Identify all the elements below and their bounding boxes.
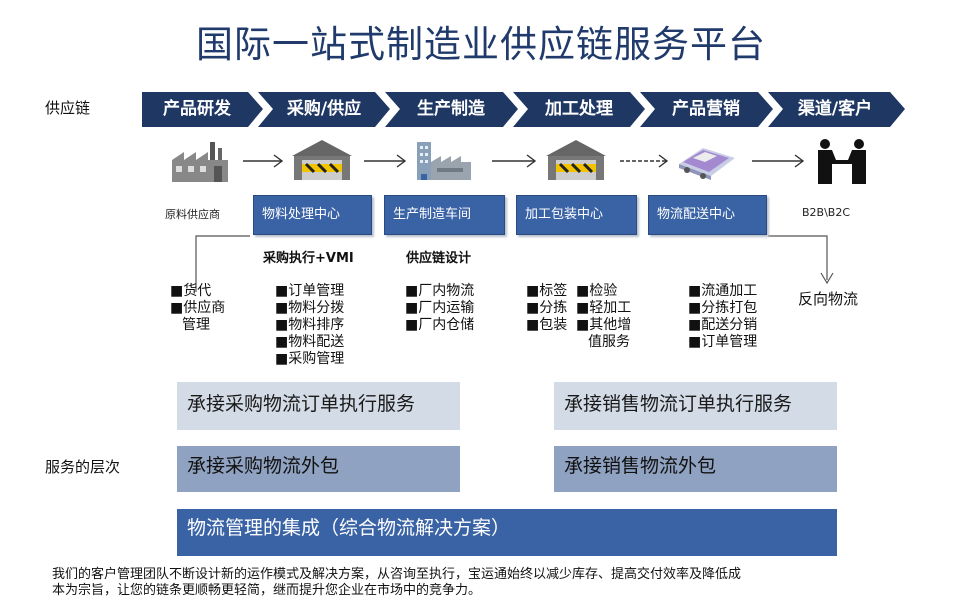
list-item: ■配送分销 (688, 317, 758, 333)
list-item: ■物料排序 (275, 317, 345, 333)
service-list-col4a: ■标签 ■分拣 ■包装 (526, 283, 567, 334)
processing-packaging-center: 加工包装中心 (516, 195, 637, 235)
list-item: ■检验 (576, 283, 618, 299)
list-item: ■供应商 (170, 300, 226, 316)
service-list-col1: ■货代 ■供应商 管理 (170, 283, 225, 334)
list-item: ■其他增 (576, 317, 632, 333)
flow-arrow-4 (620, 154, 669, 168)
band-sales-outsourcing: 承接销售物流外包 (554, 446, 837, 492)
service-list-col4b: ■检验 ■轻加工 ■其他增 值服务 (576, 283, 631, 351)
raw-supplier-caption: 原料供应商 (165, 208, 220, 221)
service-level-label: 服务的层次 (45, 458, 121, 476)
chevron-processing: 加工处理 (545, 99, 613, 119)
list-item: ■包装 (526, 317, 568, 333)
chevron-shape-2 (258, 92, 390, 127)
manufacturing-workshop: 生产制造车间 (384, 195, 505, 235)
band-procurement-outsourcing: 承接采购物流外包 (177, 446, 460, 492)
list-item: ■分拣 (526, 300, 568, 316)
factory-icon (170, 140, 232, 186)
chevron-manufacturing: 生产制造 (417, 99, 485, 119)
flow-arrow-2 (364, 154, 407, 168)
b2b-b2c-caption: B2B\B2C (802, 206, 851, 219)
list-item: ■订单管理 (688, 334, 758, 350)
chevron-shape-5 (640, 92, 773, 127)
handshake-icon (814, 138, 870, 188)
warehouse-icon-2 (542, 138, 610, 186)
band-sales-order-execution: 承接销售物流订单执行服务 (554, 382, 837, 430)
logistics-distribution-center: 物流配送中心 (648, 195, 767, 235)
list-item: ■厂内物流 (405, 283, 475, 299)
supply-chain-design-head: 供应链设计 (406, 251, 472, 266)
service-list-col3: ■厂内物流 ■厂内运输 ■厂内仓储 (405, 283, 474, 334)
material-handling-center: 物料处理中心 (253, 195, 372, 235)
reverse-logistics-label: 反向物流 (798, 290, 859, 308)
list-item: ■厂内仓储 (405, 317, 475, 333)
chevron-procurement: 采购/供应 (286, 99, 362, 119)
list-item: ■流通加工 (688, 283, 758, 299)
chevron-shape-1 (142, 92, 263, 127)
chevron-shape-4 (513, 92, 645, 127)
list-item: 值服务 (588, 334, 630, 350)
procurement-execution-head: 采购执行+VMI (263, 251, 354, 266)
office-factory-icon (413, 136, 475, 186)
supply-chain-label: 供应链 (45, 99, 91, 117)
list-item: ■采购管理 (275, 351, 345, 367)
footer-description: 我们的客户管理团队不断设计新的运作模式及解决方案，从咨询至执行，宝运通始终以减少… (52, 567, 922, 599)
right-arrowhead (820, 272, 834, 285)
list-item: ■厂内运输 (405, 300, 475, 316)
conveyor-icon (673, 140, 743, 186)
flow-arrow-3 (492, 154, 537, 168)
list-item: ■物料配送 (275, 334, 345, 350)
service-list-col5: ■流通加工 ■分拣打包 ■配送分销 ■订单管理 (688, 283, 757, 351)
warehouse-icon (288, 138, 356, 186)
list-item: ■货代 (170, 283, 212, 299)
flow-arrow-1 (243, 154, 284, 168)
list-item: ■分拣打包 (688, 300, 758, 316)
chevron-shape-3 (385, 92, 518, 127)
band-procurement-order-execution: 承接采购物流订单执行服务 (177, 382, 460, 430)
chevron-marketing: 产品营销 (672, 99, 740, 119)
flow-arrow-5 (752, 154, 805, 168)
footer-line-1: 我们的客户管理团队不断设计新的运作模式及解决方案，从咨询至执行，宝运通始终以减少… (52, 567, 742, 582)
footer-line-2: 本为宗旨，让您的链条更顺畅更轻简，继而提升您企业在市场中的竞争力。 (52, 583, 482, 598)
band-integrated-logistics: 物流管理的集成（综合物流解决方案） (177, 509, 837, 556)
right-connector (768, 235, 828, 280)
page-title: 国际一站式制造业供应链服务平台 (196, 23, 766, 66)
list-item: 管理 (182, 317, 210, 333)
service-list-col2: ■订单管理 ■物料分拨 ■物料排序 ■物料配送 ■采购管理 (275, 283, 344, 368)
list-item: ■标签 (526, 283, 568, 299)
list-item: ■轻加工 (576, 300, 632, 316)
list-item: ■订单管理 (275, 283, 345, 299)
list-item: ■物料分拨 (275, 300, 345, 316)
chevron-product-rd: 产品研发 (163, 99, 231, 119)
left-connector (195, 235, 250, 292)
chevron-channel-customer: 渠道/客户 (797, 99, 873, 119)
chevron-shape-6 (768, 92, 905, 127)
